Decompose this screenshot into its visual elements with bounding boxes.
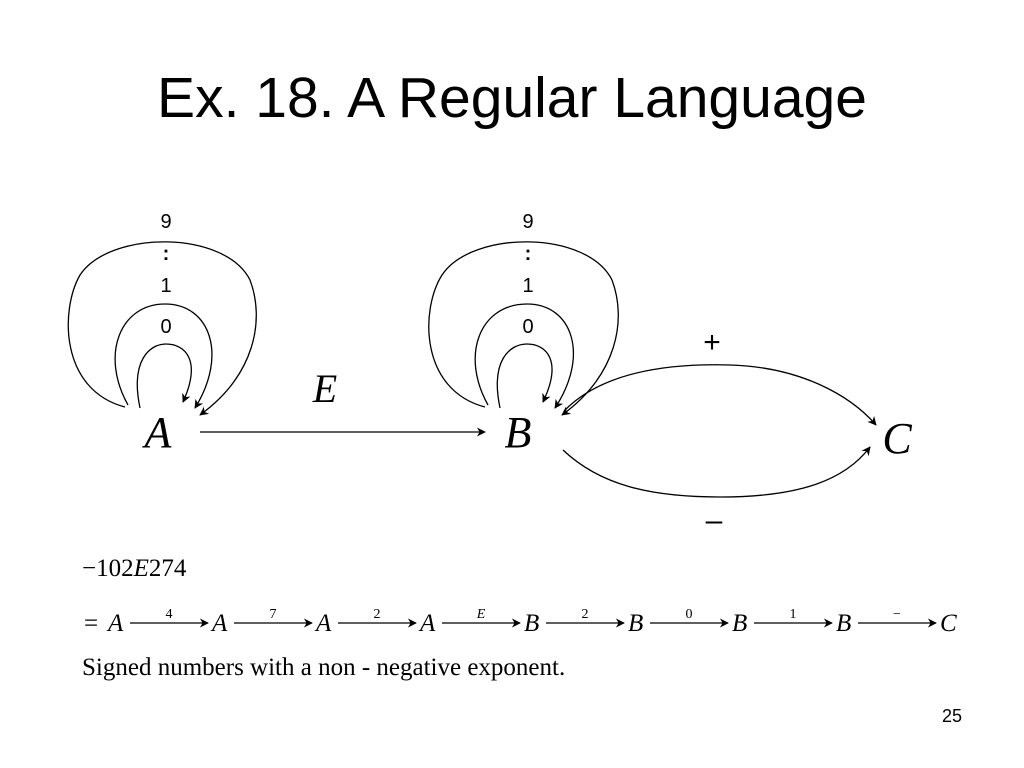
- loop-A-outer: [67, 241, 257, 416]
- loop-label-B-1: 1: [522, 275, 533, 297]
- example-exp-letter: E: [133, 555, 149, 582]
- loop-label-B-0: 0: [522, 316, 533, 338]
- edge-label-plus: +: [703, 326, 721, 359]
- example-suffix: 274: [148, 555, 187, 582]
- loop-label-A-9: 9: [160, 211, 171, 233]
- path-arrow-label-1: 7: [270, 607, 277, 622]
- slide-title: Ex. 18. A Regular Language: [157, 66, 867, 130]
- loop-label-A-1: 1: [160, 275, 171, 297]
- path-arrow-label-4: 2: [582, 607, 589, 622]
- path-arrow-label-6: 1: [790, 607, 797, 622]
- self-loops-B: [428, 241, 619, 416]
- loop-label-B-colon: :: [525, 243, 532, 265]
- self-loops-A: [67, 241, 257, 416]
- edge-label-minus: –: [706, 504, 723, 537]
- loop-label-B-9: 9: [522, 211, 533, 233]
- state-B: B: [505, 408, 532, 457]
- path-final-state: C: [940, 610, 957, 637]
- path-arrow-label-5: 0: [686, 607, 693, 622]
- edge-B-C-minus: [562, 446, 871, 498]
- path-state-6: B: [732, 610, 747, 637]
- path-arrow-label-7: −: [893, 607, 901, 622]
- loop-B-outer: [428, 241, 619, 416]
- state-A: A: [142, 408, 173, 457]
- loop-label-A-colon: :: [163, 243, 170, 265]
- loop-B-inner: [496, 343, 553, 409]
- loop-B-middle: [474, 303, 574, 409]
- path-state-1: A: [210, 610, 228, 637]
- description: Signed numbers with a non - negative exp…: [82, 654, 566, 681]
- loop-label-A-0: 0: [160, 316, 171, 338]
- path-state-4: B: [524, 610, 539, 637]
- page-number: 25: [941, 706, 962, 726]
- example-number: −102E274: [82, 555, 186, 583]
- path-state-0: A: [106, 610, 124, 637]
- path-arrow-label-2: 2: [374, 607, 381, 622]
- path-state-2: A: [314, 610, 332, 637]
- path-state-5: B: [628, 610, 643, 637]
- loop-A-middle: [114, 303, 213, 409]
- path-arrow-label-0: 4: [166, 607, 173, 622]
- path-equals: =: [84, 610, 98, 637]
- derivation-path: = A 4 A 7 A 2 A E B 2 B 0 B 1 B − C: [84, 607, 957, 637]
- edge-label-E: E: [312, 366, 337, 411]
- example-prefix: −102: [82, 555, 134, 582]
- path-arrow-label-3: E: [476, 607, 486, 622]
- path-state-7: B: [836, 610, 851, 637]
- path-state-3: A: [418, 610, 436, 637]
- edge-B-C-plus: [564, 364, 877, 426]
- state-C: C: [882, 414, 912, 463]
- loop-A-inner: [136, 343, 192, 409]
